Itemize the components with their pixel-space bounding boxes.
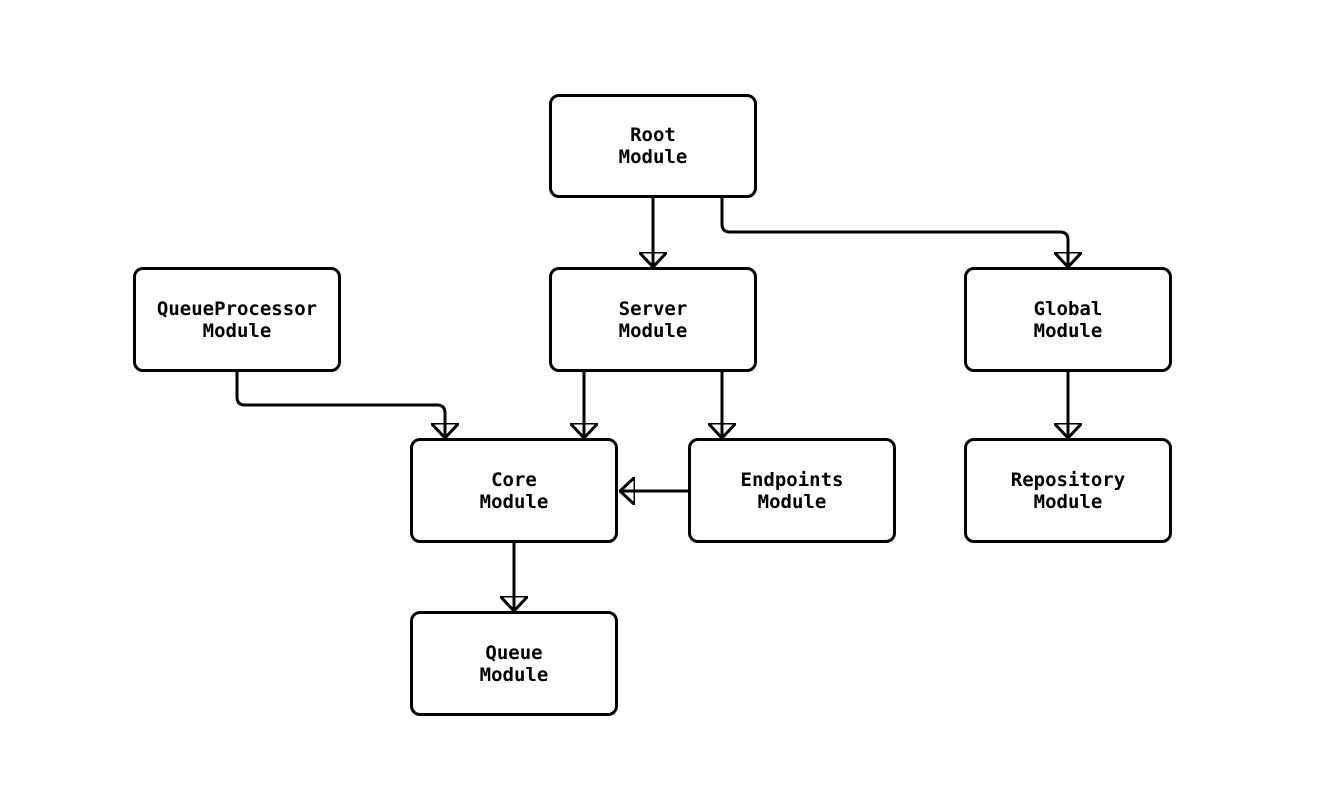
node-queueprocessor-module: QueueProcessor Module — [133, 267, 341, 372]
node-global-module: Global Module — [964, 267, 1172, 372]
node-label-line1: Endpoints — [740, 468, 844, 491]
node-label-line2: Module — [1033, 319, 1103, 342]
node-label-line2: Module — [618, 146, 688, 168]
node-label-line1: Queue — [485, 641, 543, 664]
node-label-line2: Module — [757, 490, 827, 513]
node-label-line2: Module — [202, 319, 272, 342]
node-label-line1: Repository — [1010, 468, 1126, 491]
node-label-line1: QueueProcessor — [156, 297, 318, 320]
node-endpoints-module: Endpoints Module — [688, 438, 896, 543]
node-core-module: Core Module — [410, 438, 618, 543]
node-label-line1: Root — [630, 124, 676, 146]
node-label-line2: Module — [479, 490, 549, 513]
node-label-line1: Global — [1033, 297, 1103, 320]
node-label-line1: Server — [618, 297, 688, 320]
node-label-line1: Core — [491, 468, 537, 491]
node-label-line2: Module — [618, 319, 688, 342]
edge-root-to-global — [720, 198, 1068, 266]
node-server-module: Server Module — [549, 267, 757, 372]
edge-queueprocessor-to-core — [235, 372, 445, 437]
node-label-line2: Module — [479, 663, 549, 686]
node-label-line2: Module — [1033, 490, 1103, 513]
node-root-module: Root Module — [549, 94, 757, 198]
node-queue-module: Queue Module — [410, 611, 618, 716]
node-repository-module: Repository Module — [964, 438, 1172, 543]
